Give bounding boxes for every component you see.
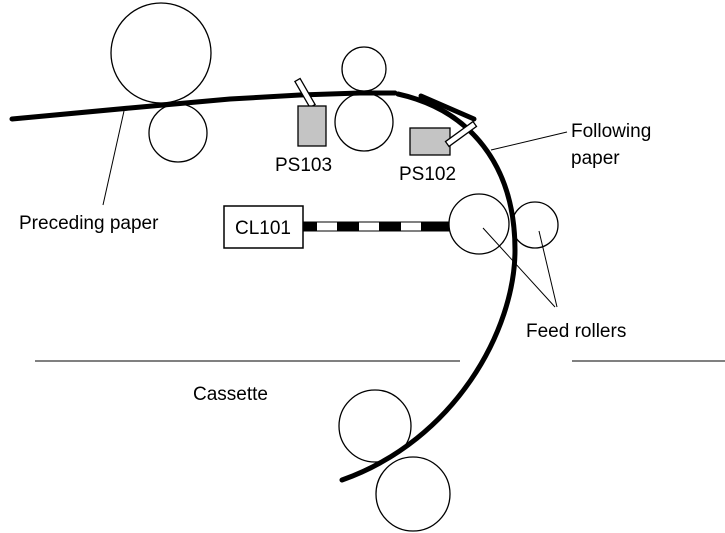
ps102-label: PS102: [399, 164, 456, 185]
upper-middle-small-roller: [341, 46, 387, 92]
following-paper-sheet: [339, 91, 518, 483]
cassette-upper-roller: [338, 389, 412, 463]
ps102-lever: [444, 120, 478, 148]
preceding-paper-sheet: [9, 90, 398, 122]
ps102-body: [409, 127, 451, 156]
clutch-shaft: [302, 221, 450, 232]
upper-left-small-roller: [148, 103, 208, 163]
ps102-sensor: [409, 120, 478, 156]
following-paper-leader: [490, 131, 568, 151]
cassette-label: Cassette: [193, 384, 268, 405]
cassette-lower-roller: [375, 456, 451, 532]
ps103-sensor: [294, 77, 327, 147]
feed-roller-leader-left: [482, 227, 556, 308]
upper-left-large-roller: [110, 2, 212, 104]
preceding-paper-label: Preceding paper: [19, 213, 159, 234]
feed-roller-right: [511, 201, 559, 249]
upper-middle-roller: [334, 92, 394, 152]
following-paper-label-line2: paper: [571, 148, 620, 169]
feed-roller-leader-right: [538, 230, 558, 308]
ps103-label: PS103: [275, 155, 332, 176]
following-paper-label-line1: Following: [571, 121, 651, 142]
preceding-paper-leader: [102, 110, 125, 206]
shaft-dash: [379, 222, 401, 231]
shaft-dash: [303, 222, 317, 231]
shaft-dash: [337, 222, 359, 231]
feed-rollers-label: Feed rollers: [526, 321, 626, 342]
cl101-label: CL101: [235, 218, 291, 239]
feed-roller-left: [448, 193, 510, 255]
ps103-body: [297, 105, 327, 147]
shaft-dash: [421, 222, 449, 231]
paper-guide-segment: [418, 93, 477, 122]
cl101-box: [223, 205, 304, 249]
